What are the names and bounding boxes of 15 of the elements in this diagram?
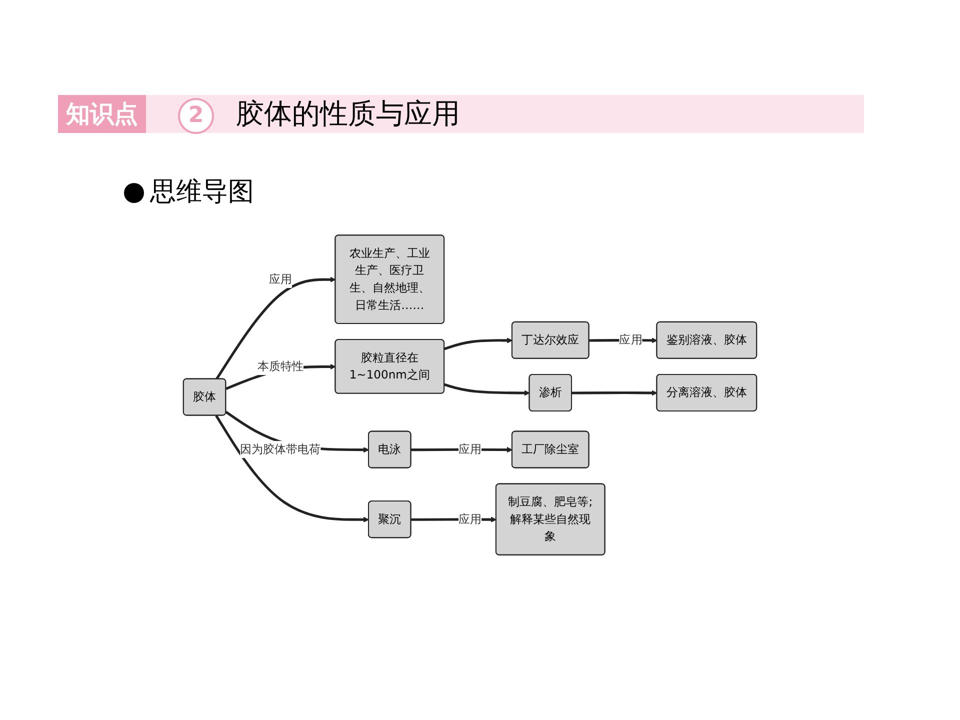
arrow <box>216 276 336 380</box>
edge-label: 本质特性 <box>257 360 304 374</box>
arrow <box>411 516 497 522</box>
arrow <box>444 338 513 350</box>
edge-label: 因为胶体带电荷 <box>240 442 321 456</box>
arrow <box>215 414 370 522</box>
title: 胶体的性质与应用 <box>236 96 460 132</box>
arrow <box>444 383 530 396</box>
arrow <box>572 390 658 396</box>
edge-label: 应用 <box>268 272 292 286</box>
edge-label: 应用 <box>458 512 482 526</box>
edge-label: 应用 <box>458 442 482 456</box>
section-tag: 知识点 <box>58 95 146 133</box>
edge-label: 应用 <box>619 333 642 347</box>
subheading: 思维导图 <box>150 176 254 209</box>
